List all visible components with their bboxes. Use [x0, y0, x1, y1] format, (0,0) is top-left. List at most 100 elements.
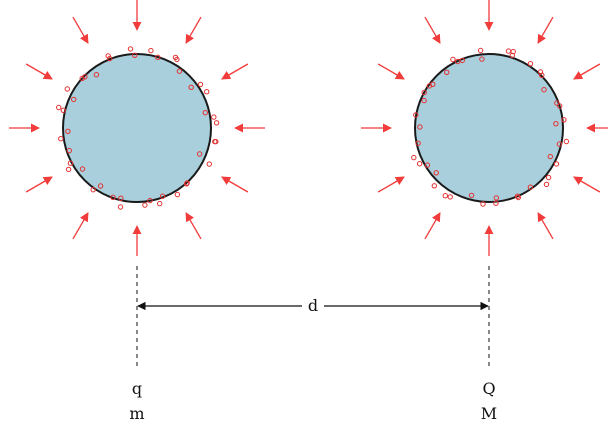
left-field-arrows: [9, 0, 265, 256]
right-particle-icon: [493, 195, 499, 201]
right-particle-icon: [468, 192, 475, 199]
right-mass-label: M: [481, 404, 497, 423]
right-particle-icon: [527, 61, 534, 67]
right-charge-label: Q: [482, 379, 495, 398]
left-field-arrow-icon: [221, 63, 249, 80]
left-particle-icon: [93, 72, 100, 78]
right-particle-icon: [411, 154, 417, 161]
right-particles: [411, 47, 570, 207]
right-particle-icon: [424, 162, 431, 168]
right-particle-icon: [553, 121, 559, 127]
right-particle-icon: [537, 69, 544, 75]
left-particle-icon: [79, 166, 86, 172]
left-particle-icon: [206, 161, 213, 167]
left-particle-icon: [196, 151, 203, 157]
right-particle-icon: [527, 184, 534, 190]
right-particle-icon: [514, 193, 521, 199]
left-particle-icon: [204, 89, 210, 95]
right-particle-icon: [539, 72, 545, 79]
left-particle-icon: [65, 128, 71, 135]
right-particle-icon: [556, 141, 563, 147]
right-particle-icon: [510, 48, 516, 55]
left-particle-icon: [127, 46, 134, 52]
left-particle-icon: [64, 86, 71, 92]
left-particle-icon: [188, 84, 194, 91]
left-particle-icon: [105, 53, 111, 59]
left-particle-icon: [56, 104, 62, 111]
left-particle-icon: [176, 68, 183, 74]
right-particle-icon: [416, 161, 423, 167]
right-field-arrow-icon: [377, 176, 405, 193]
right-particle-icon: [433, 170, 439, 176]
left-particle-icon: [174, 191, 181, 198]
left-particle-icon: [202, 110, 209, 116]
left-particle-icon: [117, 204, 124, 210]
left-particle-icon: [58, 136, 64, 142]
left-particle-icon: [155, 54, 161, 60]
left-particle-icon: [107, 55, 113, 62]
left-particle-icon: [118, 195, 124, 201]
right-field-arrow-icon: [424, 212, 441, 240]
left-field-arrow-icon: [72, 212, 89, 240]
right-particle-icon: [547, 153, 553, 160]
right-particle-icon: [417, 124, 423, 130]
right-particle-icon: [413, 112, 419, 118]
right-particle-icon: [477, 47, 484, 54]
right-field-arrow-icon: [537, 16, 554, 44]
right-field-arrow-icon: [573, 176, 601, 193]
right-particle-icon: [545, 174, 552, 181]
left-particle-icon: [142, 202, 148, 208]
right-particle-icon: [553, 161, 560, 167]
right-particle-icon: [561, 117, 567, 123]
right-particle-icon: [541, 87, 547, 93]
left-particle-icon: [183, 181, 190, 187]
right-particle-icon: [447, 194, 453, 200]
right-particle-icon: [442, 193, 448, 199]
left-particle-icon: [211, 114, 217, 120]
left-particle-icon: [82, 74, 88, 80]
left-sphere-group: [9, 0, 265, 256]
left-particle-icon: [174, 56, 180, 63]
left-particle-icon: [132, 52, 138, 58]
left-particle-icon: [65, 166, 72, 173]
left-sphere: [62, 53, 212, 203]
left-particle-icon: [110, 194, 116, 201]
right-sphere-group: [361, 0, 608, 256]
right-particle-icon: [480, 201, 486, 207]
right-particle-icon: [557, 103, 563, 109]
left-particle-icon: [157, 200, 163, 207]
right-particle-icon: [543, 181, 550, 188]
left-mass-label: m: [129, 404, 144, 423]
left-field-arrow-icon: [221, 176, 249, 193]
right-particle-icon: [554, 100, 560, 106]
right-particle-icon: [459, 57, 465, 64]
left-particle-icon: [213, 120, 220, 126]
distance-label: d: [308, 296, 318, 315]
right-particle-icon: [421, 97, 427, 104]
right-field-arrow-icon: [424, 16, 441, 44]
right-particle-icon: [563, 138, 570, 145]
left-field-arrow-icon: [25, 176, 53, 193]
right-field-arrows: [361, 0, 608, 256]
left-particle-icon: [60, 107, 66, 114]
left-field-arrow-icon: [185, 212, 202, 240]
left-field-arrow-icon: [72, 16, 89, 44]
left-particle-icon: [97, 183, 104, 189]
right-particle-icon: [505, 48, 512, 54]
left-particle-icon: [212, 138, 218, 145]
right-particle-icon: [444, 69, 450, 76]
right-field-arrow-icon: [377, 63, 405, 80]
left-particle-icon: [197, 81, 204, 88]
left-particle-icon: [90, 187, 96, 193]
right-particle-icon: [431, 183, 437, 189]
right-particle-icon: [479, 56, 485, 62]
right-field-arrow-icon: [573, 63, 601, 80]
right-field-arrow-icon: [537, 212, 554, 240]
right-particle-icon: [493, 200, 499, 206]
left-particle-icon: [67, 160, 74, 166]
left-particles: [56, 46, 220, 210]
right-particle-icon: [421, 89, 427, 96]
left-charge-label: q: [132, 379, 142, 398]
